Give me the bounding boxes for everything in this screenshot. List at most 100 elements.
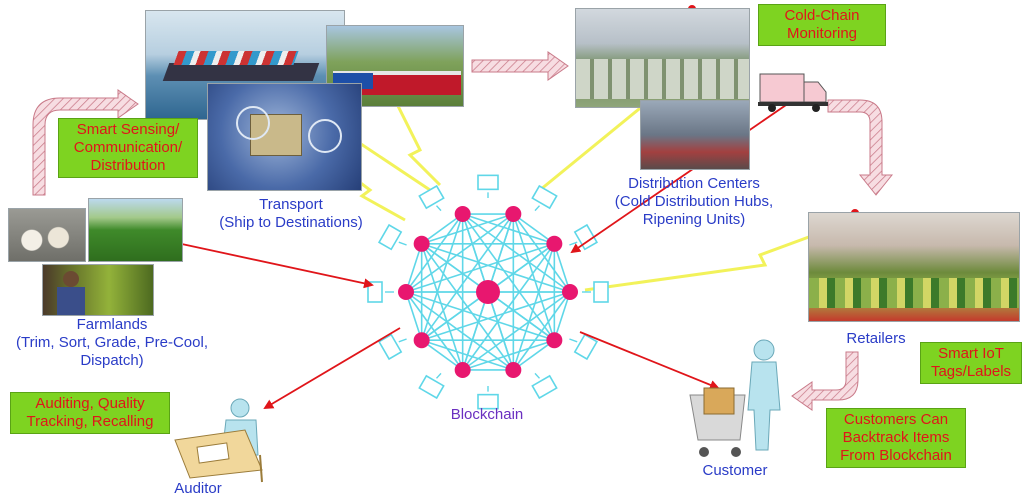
wireless-link-train bbox=[393, 99, 442, 187]
network-node bbox=[413, 332, 430, 349]
callout-iot-tags: Smart IoT Tags/Labels bbox=[920, 342, 1022, 384]
network-link bbox=[487, 291, 555, 341]
arrow-blockchain-to-customer bbox=[579, 331, 720, 390]
label-retailers-line-1: Retailers bbox=[846, 330, 906, 347]
terminal-icon bbox=[531, 372, 558, 400]
label-transport: Transport (Ship to Destinations) bbox=[196, 196, 386, 232]
network-node bbox=[454, 206, 471, 223]
network-node bbox=[505, 206, 522, 223]
network-link bbox=[420, 213, 464, 341]
callout-iot-tags-line-2: Tags/Labels bbox=[930, 363, 1012, 380]
label-farmlands: Farmlands (Trim, Sort, Grade, Pre-Cool, … bbox=[0, 316, 224, 370]
retail-store-photo bbox=[808, 212, 1020, 322]
label-auditor-line-1: Auditor bbox=[174, 480, 222, 497]
blockchain-terminals bbox=[367, 174, 609, 410]
network-center-node bbox=[476, 280, 500, 304]
callout-smart-sensing-line-1: Smart Sensing/ bbox=[76, 121, 180, 138]
terminal-icon bbox=[377, 333, 407, 361]
label-customer: Customer bbox=[690, 462, 780, 480]
callout-cold-chain-line-1: Cold-Chain bbox=[784, 7, 860, 24]
label-farmlands-line-1: Farmlands bbox=[76, 316, 148, 333]
truck-icon bbox=[758, 73, 828, 112]
network-link bbox=[553, 243, 571, 293]
label-distribution-line-1: Distribution Centers bbox=[628, 175, 760, 192]
terminal-icon bbox=[477, 386, 499, 410]
terminal-icon bbox=[377, 223, 407, 251]
network-link bbox=[512, 243, 556, 371]
label-blockchain: Blockchain bbox=[432, 406, 542, 424]
terminal-icon bbox=[531, 184, 558, 212]
terminal-icon bbox=[477, 174, 499, 198]
callout-smart-sensing-line-3: Distribution bbox=[90, 157, 166, 174]
label-transport-line-2: (Ship to Destinations) bbox=[219, 214, 363, 231]
network-node bbox=[546, 235, 563, 252]
network-link bbox=[405, 213, 514, 293]
customer-icon bbox=[689, 339, 781, 457]
flow-arrow-farm-to-ship bbox=[32, 89, 139, 196]
terminal-icon bbox=[582, 281, 609, 303]
callout-cold-chain-line-2: Monitoring bbox=[786, 25, 858, 42]
network-node bbox=[413, 235, 430, 252]
label-blockchain-line-1: Blockchain bbox=[450, 406, 524, 423]
label-distribution: Distribution Centers (Cold Distribution … bbox=[594, 175, 794, 229]
callout-auditing-line-1: Auditing, Quality bbox=[35, 395, 145, 412]
network-link bbox=[405, 243, 423, 293]
terminal-icon bbox=[569, 333, 599, 361]
blockchain-network bbox=[405, 213, 571, 371]
network-link bbox=[512, 213, 556, 341]
network-node bbox=[546, 332, 563, 349]
label-auditor: Auditor bbox=[158, 480, 238, 498]
network-link bbox=[462, 213, 555, 341]
network-link bbox=[461, 291, 489, 371]
callout-backtrack-line-3: From Blockchain bbox=[840, 447, 952, 464]
network-link bbox=[462, 291, 571, 371]
distribution-hall-photo bbox=[640, 100, 750, 170]
network-link bbox=[487, 213, 515, 293]
wireless-link-retail bbox=[584, 218, 856, 292]
network-node bbox=[454, 361, 471, 378]
network-node bbox=[398, 284, 414, 300]
auditor-icon bbox=[174, 398, 263, 483]
callout-auditing-line-2: Tracking, Recalling bbox=[26, 413, 154, 430]
flow-arrow-truck-to-retail bbox=[827, 99, 894, 196]
terminal-icon bbox=[418, 372, 445, 400]
network-link bbox=[421, 243, 571, 293]
warehouse-photo bbox=[575, 8, 750, 108]
network-link bbox=[421, 339, 464, 371]
network-link bbox=[462, 213, 571, 293]
arrow-blockchain-to-auditor bbox=[263, 327, 401, 410]
network-link bbox=[421, 243, 489, 293]
terminal-icon bbox=[418, 184, 445, 212]
callout-backtrack-line-1: Customers Can bbox=[843, 411, 949, 428]
network-node bbox=[505, 361, 522, 378]
callout-auditing: Auditing, Quality Tracking, Recalling bbox=[10, 392, 170, 434]
arrow-distribution-to-blockchain bbox=[570, 91, 806, 254]
banana-farmer-photo bbox=[42, 264, 154, 316]
network-link bbox=[487, 243, 555, 293]
network-link bbox=[420, 243, 464, 371]
blockchain-nodes bbox=[398, 206, 578, 378]
callout-iot-tags-line-1: Smart IoT bbox=[938, 345, 1004, 362]
callout-smart-sensing-line-2: Communication/ bbox=[73, 139, 183, 156]
network-link bbox=[512, 213, 555, 245]
network-link bbox=[461, 213, 489, 293]
flow-arrow-train-to-distribution bbox=[471, 51, 569, 81]
label-farmlands-line-3: Dispatch) bbox=[80, 352, 144, 369]
network-link bbox=[421, 291, 489, 341]
network-link bbox=[405, 291, 514, 371]
label-transport-line-1: Transport bbox=[259, 196, 323, 213]
callout-backtrack: Customers Can Backtrack Items From Block… bbox=[826, 408, 966, 468]
callout-cold-chain: Cold-Chain Monitoring bbox=[758, 4, 886, 46]
network-link bbox=[553, 291, 571, 341]
label-farmlands-line-2: (Trim, Sort, Grade, Pre-Cool, bbox=[16, 334, 208, 351]
network-link bbox=[462, 213, 555, 245]
network-link bbox=[512, 339, 555, 371]
label-distribution-line-3: Ripening Units) bbox=[642, 211, 746, 228]
flow-arrow-retail-to-customer bbox=[791, 351, 859, 411]
network-node bbox=[562, 284, 578, 300]
network-link bbox=[487, 291, 515, 371]
network-link bbox=[421, 213, 464, 245]
transport-photo bbox=[207, 83, 362, 191]
callout-smart-sensing: Smart Sensing/ Communication/ Distributi… bbox=[58, 118, 198, 178]
